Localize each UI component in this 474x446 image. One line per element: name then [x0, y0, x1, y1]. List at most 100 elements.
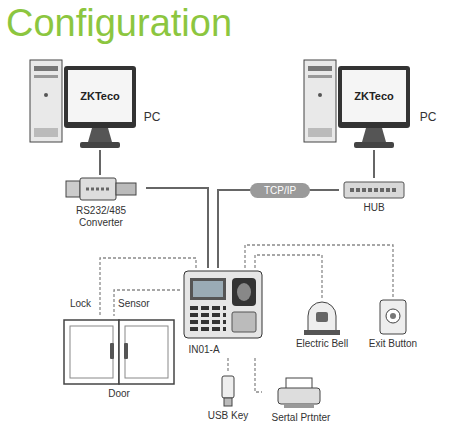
bell-icon: [316, 312, 328, 322]
pc-computer: [30, 60, 136, 148]
network-cable: [146, 188, 208, 268]
pc-computer: [354, 142, 394, 148]
pc-computer: [88, 128, 112, 142]
device-label: Electric Bell: [290, 338, 354, 350]
hub-node: HUB: [339, 178, 409, 218]
terminal-device: [193, 281, 223, 297]
terminal-device: [190, 320, 226, 324]
device-label: Sertal Prtnter: [262, 412, 340, 424]
pc-computer: [308, 66, 332, 71]
usb-key-icon: [222, 376, 234, 406]
device-label: PC: [138, 110, 166, 124]
network-cable: [99, 150, 101, 175]
device-label: IN01-A: [182, 344, 226, 356]
exit-button-icon: [380, 300, 406, 334]
pc-computer: [64, 66, 136, 128]
exit-button-icon: [390, 313, 396, 319]
exit-button-icon: [386, 309, 400, 323]
signal-wire: [227, 358, 228, 372]
signal-wire: [255, 255, 322, 298]
diagram-title: Configuration: [6, 0, 232, 46]
terminal-node: IN01-A: [180, 268, 265, 358]
pc-computer: [308, 75, 332, 78]
pc-computer: [362, 128, 386, 142]
door-icon: [124, 343, 128, 359]
hub-icon: [344, 182, 404, 198]
exit-button-icon: [380, 300, 406, 334]
network-cable: [218, 190, 339, 268]
pc-computer: [80, 142, 120, 148]
pc-computer: [342, 70, 406, 122]
converter-icon: [80, 178, 116, 200]
door-icon: [110, 343, 114, 359]
usb-key-node: USB Key: [200, 372, 256, 424]
signal-wire: [100, 258, 196, 316]
printer-node: Sertal Prtnter: [262, 376, 340, 430]
door-icon: [64, 320, 174, 384]
hub-icon: [344, 182, 404, 198]
terminal-device: [232, 278, 256, 306]
exit-button-node: Exit Button: [360, 298, 426, 354]
bell-icon: [308, 302, 336, 331]
screen-logo: ZKTeco: [342, 90, 406, 102]
network-cable: [373, 150, 375, 178]
door-icon: [70, 326, 113, 378]
pc-computer: [304, 60, 336, 142]
pc-computer: [34, 75, 58, 78]
bell-icon: [304, 330, 340, 335]
printer-icon: [278, 388, 320, 404]
signal-wire: [245, 245, 393, 298]
computer-node: PC: [28, 58, 168, 150]
terminal-device: [184, 271, 262, 338]
wire-label: Sensor: [118, 298, 150, 310]
terminal-device: [190, 306, 226, 310]
terminal-device: [237, 283, 251, 301]
usb-key-icon: [222, 376, 234, 398]
hub-icon: [350, 188, 398, 192]
device-label: HUB: [339, 202, 409, 214]
bell-icon: [304, 302, 340, 335]
pc-computer: [44, 93, 48, 97]
pc-computer: [30, 60, 62, 142]
device-label: USB Key: [200, 410, 256, 422]
door-icon: [64, 320, 119, 384]
terminal-device: [190, 327, 226, 331]
pc-computer: [318, 93, 322, 97]
terminal-device: [190, 278, 226, 300]
terminal-device: [184, 271, 262, 338]
pc-computer: [308, 128, 332, 137]
signal-wire: [114, 290, 180, 316]
protocol-band: TCP/IP: [250, 183, 310, 198]
terminal-device: [232, 312, 256, 332]
screen-logo: ZKTeco: [68, 90, 132, 102]
converter-node: RS232/485 Converter: [56, 175, 146, 233]
wire-label: Lock: [70, 298, 91, 310]
printer-icon: [284, 404, 314, 408]
computer-node: PC: [304, 58, 444, 150]
device-label: PC: [414, 110, 442, 124]
pc-computer: [338, 66, 410, 128]
usb-key-icon: [224, 398, 232, 406]
converter-icon: [66, 178, 136, 200]
converter-icon: [116, 183, 136, 195]
device-label: RS232/485 Converter: [56, 205, 146, 229]
pc-computer: [304, 60, 410, 148]
signal-wire: [255, 358, 262, 392]
terminal-device: [190, 313, 226, 317]
pc-computer: [68, 70, 132, 122]
device-label: Door: [60, 388, 178, 400]
converter-icon: [66, 181, 80, 197]
door-icon: [125, 326, 168, 378]
pc-computer: [34, 128, 58, 137]
pc-computer: [34, 66, 58, 71]
device-label: Exit Button: [360, 338, 426, 350]
printer-icon: [278, 378, 320, 408]
bell-node: Electric Bell: [290, 298, 354, 354]
door-node: Door: [60, 316, 178, 406]
door-icon: [119, 320, 174, 384]
converter-icon: [86, 188, 110, 191]
